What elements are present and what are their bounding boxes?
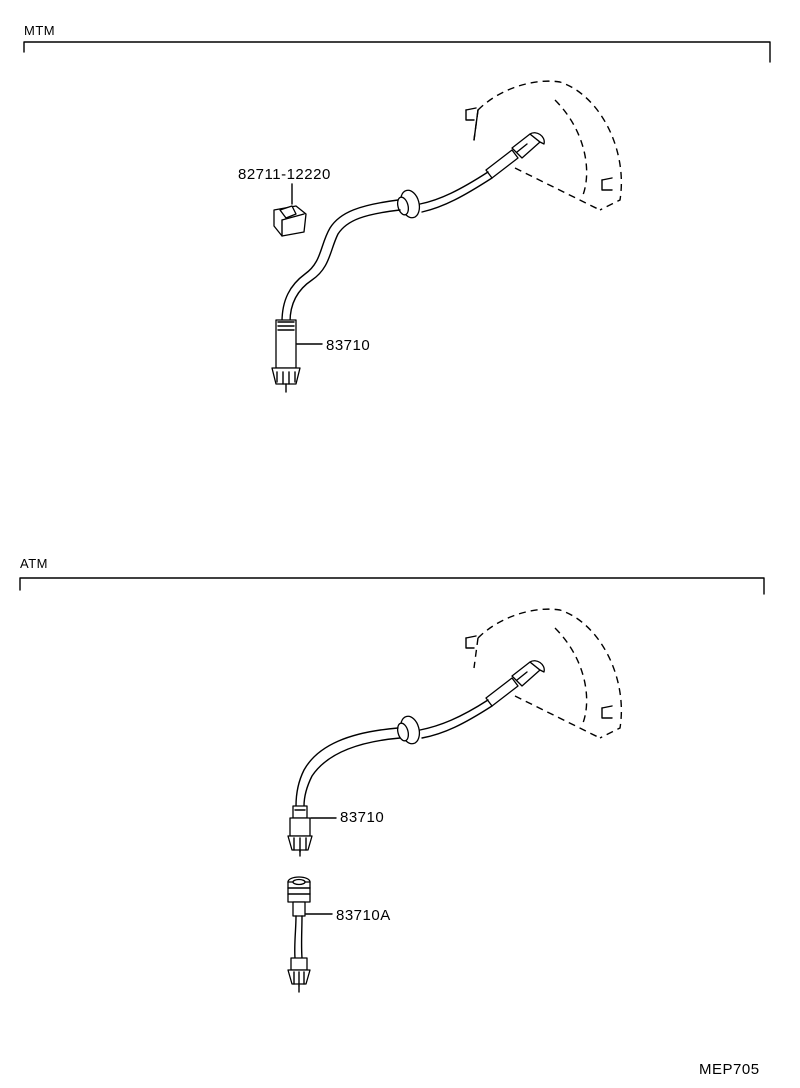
section-bracket-atm: [19, 577, 765, 595]
part-label-cable-adapter: 83710A: [336, 907, 391, 924]
diagram-code: MEP705: [699, 1061, 760, 1078]
part-label-speedometer-cable-mtm: 83710: [326, 337, 371, 354]
instrument-cluster-mtm: [465, 80, 622, 211]
instrument-cluster-atm: [465, 608, 622, 739]
cable-adapter-83710a: [287, 876, 333, 993]
part-label-clamp: 82711-12220: [238, 166, 331, 183]
speedometer-cable-mtm: [271, 132, 545, 393]
section-bracket-mtm: [23, 41, 771, 63]
section-label-atm: ATM: [20, 556, 48, 571]
part-label-speedometer-cable-atm: 83710: [340, 809, 385, 826]
clamp-82711: [273, 183, 307, 237]
section-label-mtm: MTM: [24, 23, 56, 38]
speedometer-cable-atm: [287, 660, 545, 857]
